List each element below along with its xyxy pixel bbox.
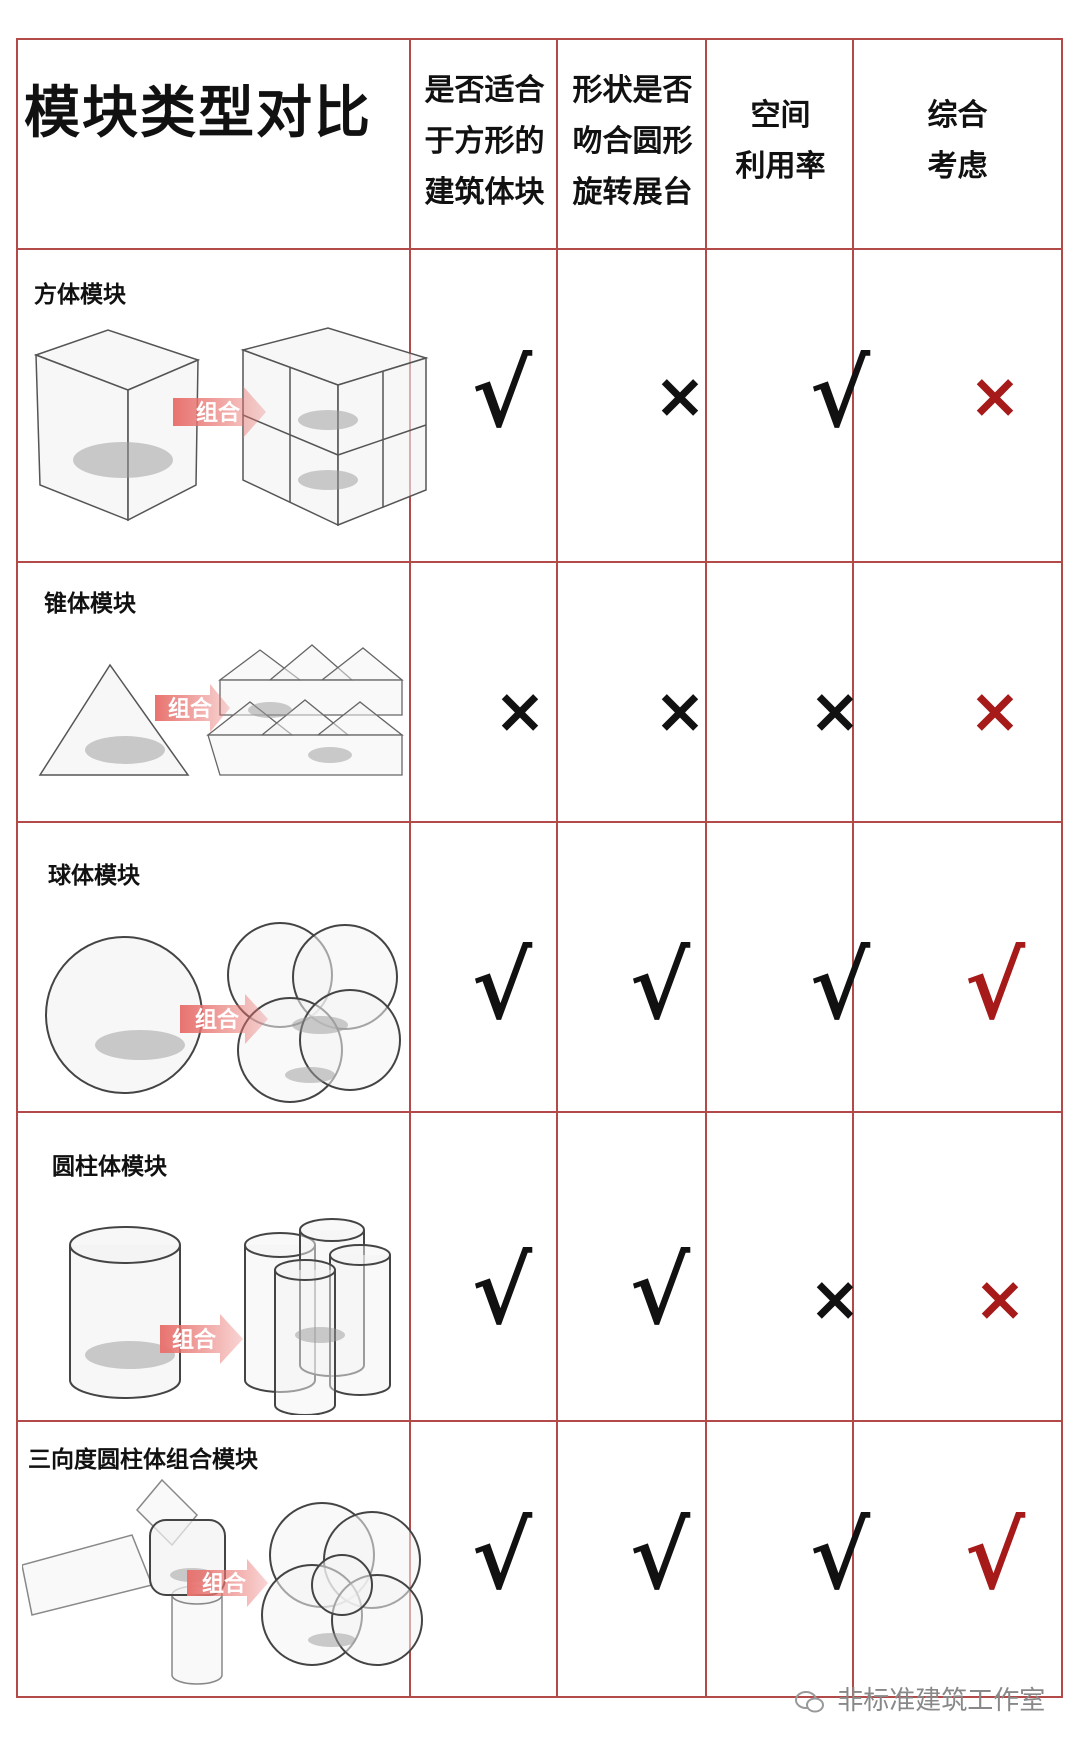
grid-line (556, 38, 558, 1698)
cube-module-illustration: 组合 (33, 327, 429, 527)
check-mark: √ (629, 1237, 691, 1345)
check-mark: √ (629, 1502, 691, 1610)
svg-text:组合: 组合 (168, 696, 213, 722)
grid-line (16, 1420, 1063, 1422)
check-mark: √ (629, 932, 691, 1040)
check-mark: √ (964, 932, 1026, 1040)
grid-line (16, 821, 1063, 823)
combine-arrow-icon (155, 684, 230, 732)
svg-text:组合: 组合 (202, 1571, 247, 1597)
grid-line (16, 248, 1063, 250)
row-label-pyramid: 锥体模块 (44, 591, 136, 617)
check-mark: √ (809, 340, 871, 448)
svg-text:组合: 组合 (196, 400, 241, 426)
cross-mark: × (654, 359, 706, 432)
grid-line (409, 38, 411, 1698)
column-header-space-usage: 空间 利用率 (735, 98, 826, 184)
check-mark: √ (809, 1502, 871, 1610)
row-label-cube: 方体模块 (34, 282, 126, 308)
check-mark: √ (471, 932, 533, 1040)
combine-arrow-icon (187, 1559, 268, 1607)
cross-mark: × (809, 674, 861, 747)
svg-text:组合: 组合 (195, 1007, 240, 1033)
check-mark: √ (471, 340, 533, 448)
check-mark: √ (964, 1502, 1026, 1610)
grid-line (16, 1696, 1063, 1698)
row-label-sphere: 球体模块 (48, 863, 140, 889)
pyramid-module-illustration: 组合 (38, 644, 404, 776)
cross-mark: × (974, 1262, 1026, 1335)
cross-mark: × (494, 674, 546, 747)
cross-mark: × (809, 1262, 861, 1335)
grid-line (16, 1111, 1063, 1113)
row-label-cylinder: 圆柱体模块 (52, 1154, 167, 1180)
page-title: 模块类型对比 (24, 81, 372, 146)
grid-line (705, 38, 707, 1698)
tri-cylinder-module-illustration: 组合 (22, 1478, 423, 1685)
grid-line (1061, 38, 1063, 1698)
cross-mark: × (969, 359, 1021, 432)
grid-line (16, 38, 1063, 40)
grid-line (16, 38, 18, 1698)
comparison-table (16, 38, 1063, 1698)
svg-text:组合: 组合 (172, 1327, 217, 1353)
grid-line (852, 38, 854, 1698)
cross-mark: × (654, 674, 706, 747)
cross-mark: × (969, 674, 1021, 747)
combine-arrow-icon (160, 1314, 243, 1364)
watermark: 非标准建筑工作室 (795, 1680, 1045, 1717)
combine-arrow-icon (173, 386, 266, 438)
row-label-tri-cylinder: 三向度圆柱体组合模块 (28, 1447, 258, 1473)
column-header-round-fit: 形状是否 吻合圆形 旋转展台 (572, 73, 693, 210)
wechat-icon (795, 1690, 824, 1712)
cylinder-module-illustration: 组合 (69, 1218, 391, 1415)
grid-line (16, 561, 1063, 563)
column-header-square-fit: 是否适合 于方形的 建筑体块 (424, 73, 545, 210)
check-mark: √ (471, 1502, 533, 1610)
check-mark: √ (809, 932, 871, 1040)
sphere-module-illustration: 组合 (45, 922, 401, 1103)
check-mark: √ (471, 1237, 533, 1345)
column-header-overall: 综合 考虑 (927, 98, 988, 184)
combine-arrow-icon (180, 994, 268, 1044)
